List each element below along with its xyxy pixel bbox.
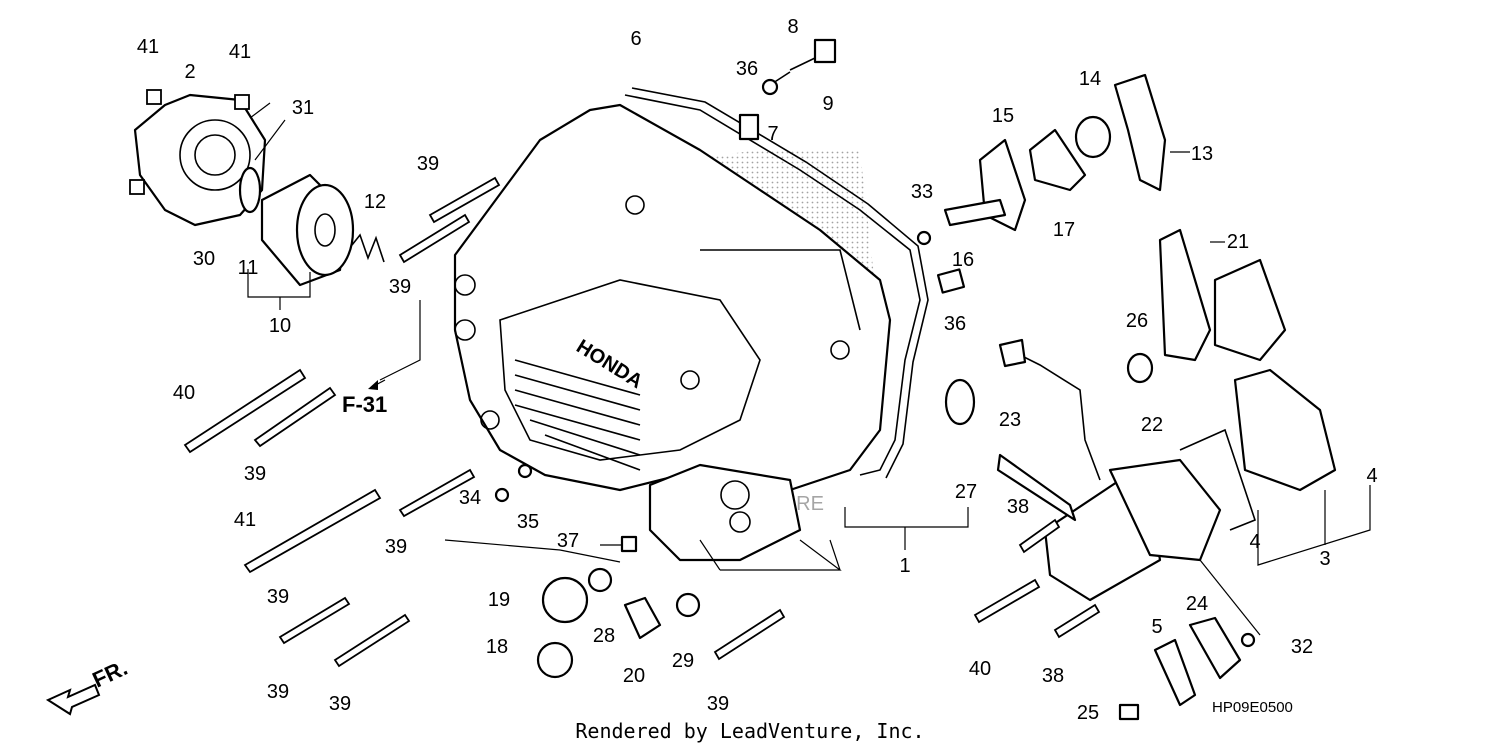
bolts[interactable] xyxy=(129,89,1101,668)
callout-38: 38 xyxy=(1007,496,1029,518)
callout-19: 19 xyxy=(488,589,510,611)
callout-36: 36 xyxy=(736,58,758,80)
oil-filter-element[interactable] xyxy=(260,173,355,287)
callout-21: 21 xyxy=(1227,231,1249,253)
callout-29: 29 xyxy=(672,650,694,672)
callout-11: 11 xyxy=(238,257,259,279)
callout-39: 39 xyxy=(385,536,407,558)
callout-38: 38 xyxy=(1042,665,1064,687)
callout-14: 14 xyxy=(1079,68,1101,90)
callout-28: 28 xyxy=(593,625,615,647)
callout-39: 39 xyxy=(267,586,289,608)
callout-40: 40 xyxy=(969,658,991,680)
callout-16: 16 xyxy=(952,249,974,271)
callout-17: 17 xyxy=(1053,219,1075,241)
diagram-code: HP09E0500 xyxy=(1212,699,1293,716)
filter-spring-12[interactable] xyxy=(351,233,385,263)
shift-parts[interactable] xyxy=(916,73,1167,246)
callout-12: 12 xyxy=(364,191,386,213)
callout-39: 39 xyxy=(267,681,289,703)
credit-text: Rendered by LeadVenture, Inc. xyxy=(575,719,924,743)
callout-39: 39 xyxy=(244,463,266,485)
callout-labels: 1234456789101112131415161718192021222324… xyxy=(137,16,1378,724)
callout-15: 15 xyxy=(992,105,1014,127)
callout-24: 24 xyxy=(1186,593,1208,615)
callout-31: 31 xyxy=(292,97,314,119)
gears-group[interactable] xyxy=(494,463,701,679)
callout-6: 6 xyxy=(630,28,641,50)
callout-41: 41 xyxy=(137,36,159,58)
callout-1: 1 xyxy=(899,555,910,577)
callout-4: 4 xyxy=(1366,465,1377,487)
callout-10: 10 xyxy=(269,315,291,337)
callout-39: 39 xyxy=(389,276,411,298)
callout-5: 5 xyxy=(1151,616,1162,638)
callout-41: 41 xyxy=(234,509,256,531)
sensor-parts[interactable] xyxy=(1118,616,1256,721)
callout-40: 40 xyxy=(173,382,195,404)
o-ring-31[interactable] xyxy=(238,166,262,214)
callout-13: 13 xyxy=(1191,143,1213,165)
callout-39: 39 xyxy=(707,693,729,715)
callout-2: 2 xyxy=(184,61,195,83)
callout-39: 39 xyxy=(329,693,351,715)
callout-8: 8 xyxy=(787,16,798,38)
callout-26: 26 xyxy=(1126,310,1148,332)
callout-30: 30 xyxy=(193,248,215,270)
oil-filter-cover[interactable] xyxy=(133,93,267,227)
leader-lines xyxy=(247,102,1371,636)
motor-gasket xyxy=(1233,368,1337,492)
front-crankcase-cover[interactable]: HONDA xyxy=(453,103,892,492)
callout-34: 34 xyxy=(459,487,481,509)
callout-27: 27 xyxy=(955,481,977,503)
front-direction-arrow: FR. xyxy=(45,655,131,716)
callout-4: 4 xyxy=(1249,531,1260,553)
callout-36: 36 xyxy=(944,313,966,335)
callout-23: 23 xyxy=(999,409,1021,431)
lower-housing-plate[interactable] xyxy=(648,463,802,562)
callout-37: 37 xyxy=(557,530,579,552)
reference-label: F-31 xyxy=(342,392,387,417)
callout-33: 33 xyxy=(911,181,933,203)
callout-3: 3 xyxy=(1319,548,1330,570)
callout-32: 32 xyxy=(1291,636,1313,658)
pin-23[interactable] xyxy=(996,453,1077,522)
reverse-motor-assembly[interactable] xyxy=(998,338,1337,602)
callout-18: 18 xyxy=(486,636,508,658)
plunger-parts[interactable] xyxy=(738,38,837,141)
callout-20: 20 xyxy=(623,665,645,687)
callout-7: 7 xyxy=(767,123,778,145)
callout-25: 25 xyxy=(1077,702,1099,724)
dowel-pin-36a[interactable] xyxy=(936,268,966,294)
callout-35: 35 xyxy=(517,511,539,533)
gear-27[interactable] xyxy=(944,378,976,426)
callout-22: 22 xyxy=(1141,414,1163,436)
callout-9: 9 xyxy=(822,93,833,115)
callout-39: 39 xyxy=(417,153,439,175)
cover-vent-slots xyxy=(514,359,641,471)
callout-41: 41 xyxy=(229,41,251,63)
reverse-shift-arm[interactable] xyxy=(1126,228,1287,384)
